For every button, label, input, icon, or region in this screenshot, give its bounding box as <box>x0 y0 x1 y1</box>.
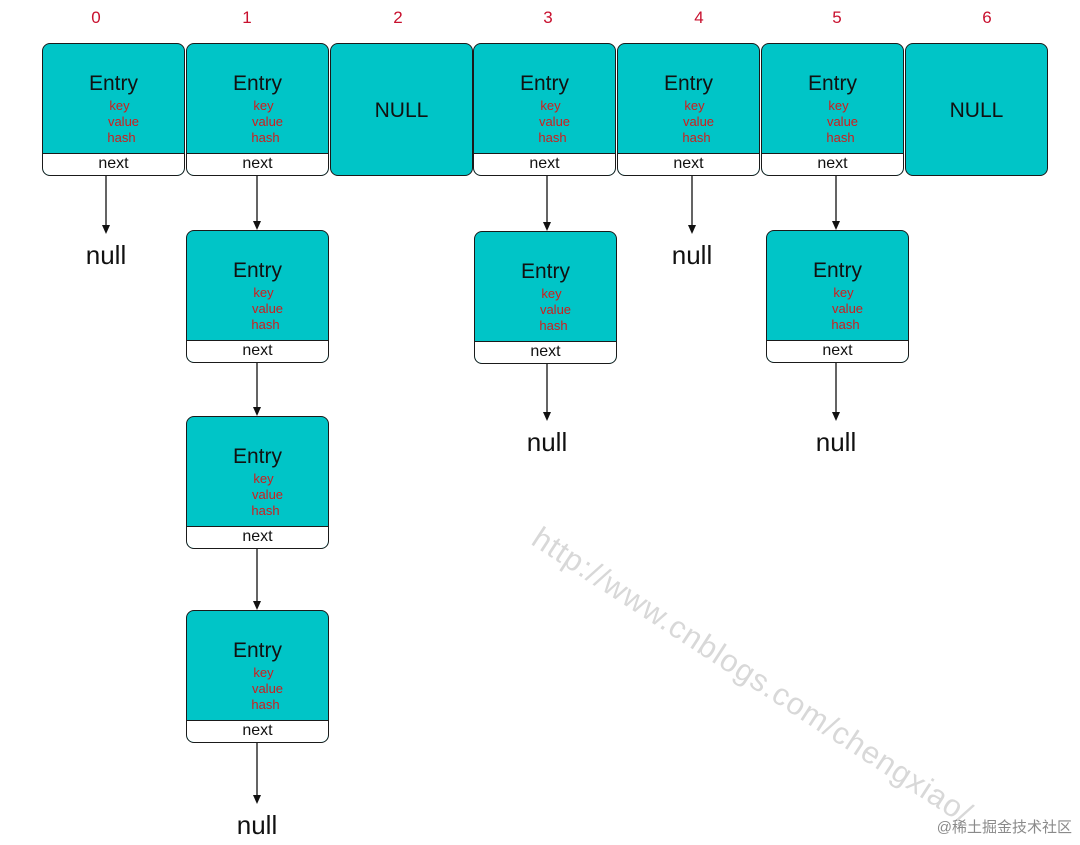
bucket-1-arrow-null-head <box>253 795 261 804</box>
bucket-3-arrow-1-head <box>543 222 551 231</box>
entry-title: Entry <box>232 72 282 95</box>
bucket-1-null-terminal: null <box>236 810 278 840</box>
entry-next-pointer: next <box>43 153 184 175</box>
entry-field-key: key <box>684 98 705 113</box>
bucket-index-5: 5 <box>832 8 842 27</box>
entry-next-pointer: next <box>475 341 616 363</box>
entry-field-key: key <box>828 98 849 113</box>
entry-field-hash: hash <box>682 130 711 145</box>
entry-field-value: value <box>682 114 715 129</box>
entry-field-hash: hash <box>539 318 568 333</box>
bucket-index-2: 2 <box>393 8 403 27</box>
entry-next-pointer: next <box>618 153 759 175</box>
entry-next-pointer: next <box>474 153 615 175</box>
bucket-0-arrow-null-head <box>102 225 110 234</box>
entry-field-hash: hash <box>251 130 280 145</box>
entry-field-key: key <box>253 471 274 486</box>
bucket-5-arrow-null-head <box>832 412 840 421</box>
entry-field-value: value <box>251 301 284 316</box>
entry-next-pointer: next <box>187 720 328 742</box>
entry-field-key: key <box>253 285 274 300</box>
bucket-1-arrow-3-head <box>253 601 261 610</box>
entry-field-key: key <box>833 285 854 300</box>
entry-next-pointer: next <box>187 526 328 548</box>
bucket-1-arrow-2-head <box>253 407 261 416</box>
entry-field-key: key <box>540 98 561 113</box>
null-slot-2: NULL <box>330 43 473 176</box>
bucket-5-null-terminal: null <box>815 427 857 457</box>
entry-field-hash: hash <box>831 317 860 332</box>
entry-field-value: value <box>251 114 284 129</box>
entry-title: Entry <box>519 72 569 95</box>
bucket-index-3: 3 <box>543 8 553 27</box>
entry-next-pointer: next <box>762 153 903 175</box>
bucket-3-null-terminal: null <box>526 427 568 457</box>
bucket-4-null-terminal: null <box>671 240 713 270</box>
entry-title: Entry <box>663 72 713 95</box>
entry-field-hash: hash <box>538 130 567 145</box>
entry-next-pointer: next <box>187 340 328 362</box>
bucket-5-arrow-1-head <box>832 221 840 230</box>
entry-field-value: value <box>831 301 864 316</box>
entry-field-key: key <box>253 665 274 680</box>
entry-field-value: value <box>251 487 284 502</box>
entry-title: Entry <box>232 445 282 468</box>
bucket-1-arrow-1-head <box>253 221 261 230</box>
bucket-index-0: 0 <box>91 8 101 27</box>
entry-title: Entry <box>88 72 138 95</box>
entry-field-hash: hash <box>251 503 280 518</box>
null-slot-label: NULL <box>949 99 1004 122</box>
bucket-index-6: 6 <box>982 8 992 27</box>
entry-field-hash: hash <box>251 697 280 712</box>
entry-field-value: value <box>538 114 571 129</box>
entry-field-hash: hash <box>251 317 280 332</box>
entry-field-key: key <box>541 286 562 301</box>
entry-title: Entry <box>807 72 857 95</box>
entry-field-value: value <box>826 114 859 129</box>
entry-title: Entry <box>232 639 282 662</box>
entry-title: Entry <box>812 259 862 282</box>
bucket-index-1: 1 <box>242 8 252 27</box>
entry-title: Entry <box>232 259 282 282</box>
entry-next-pointer: next <box>767 340 908 362</box>
bucket-index-4: 4 <box>694 8 704 27</box>
bucket-0-null-terminal: null <box>85 240 127 270</box>
bucket-4-arrow-null-head <box>688 225 696 234</box>
entry-field-value: value <box>539 302 572 317</box>
null-slot-label: NULL <box>374 99 429 122</box>
entry-next-pointer: next <box>187 153 328 175</box>
null-slot-6: NULL <box>905 43 1048 176</box>
entry-title: Entry <box>520 260 570 283</box>
entry-field-value: value <box>251 681 284 696</box>
entry-field-hash: hash <box>826 130 855 145</box>
entry-field-value: value <box>107 114 140 129</box>
entry-field-hash: hash <box>107 130 136 145</box>
bucket-3-arrow-null-head <box>543 412 551 421</box>
entry-field-key: key <box>109 98 130 113</box>
entry-field-key: key <box>253 98 274 113</box>
credit-label: @稀土掘金技术社区 <box>936 819 1072 836</box>
